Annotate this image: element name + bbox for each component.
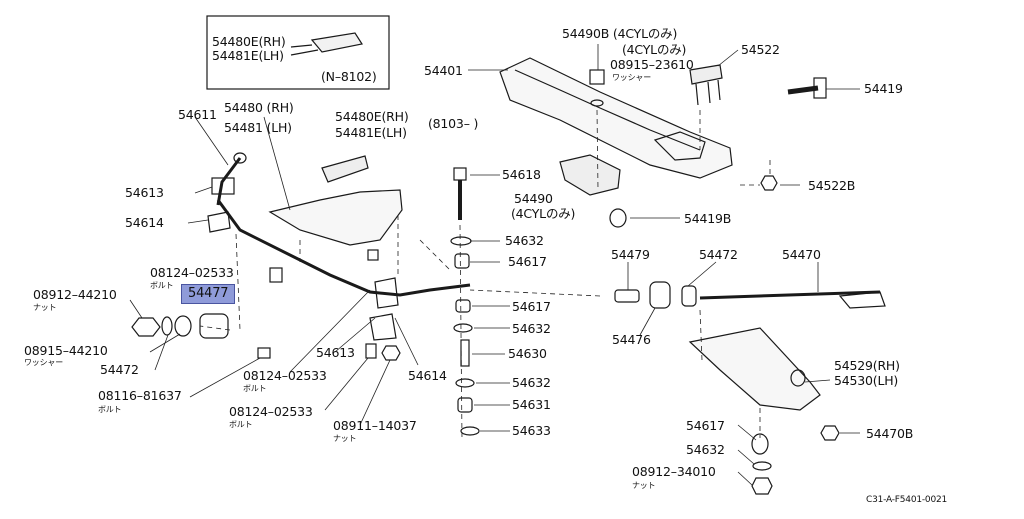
label-range-8103: (8103– ) [428,116,479,131]
lower-arm-54529 [688,327,821,411]
label-54490: 54490 [514,191,553,206]
label-54470b: 54470B [866,426,914,441]
label-54632-c: 54632 [512,375,551,390]
label-08124-upper: 08124–02533 [150,265,234,280]
label-54481e-lh: 54481E(LH) [335,125,407,140]
label-54632-a: 54632 [505,233,544,248]
label-washer-a: ワッシャー [24,358,63,367]
label-54481e-lh-inset: 54481E(LH) [212,48,284,63]
label-54419b: 54419B [684,211,732,226]
label-54472-right: 54472 [699,247,738,262]
label-54632-b: 54632 [512,321,551,336]
label-bolt-b: ボルト [98,405,122,414]
label-cyl-only: (4CYLのみ) [622,42,687,57]
label-08124-lower: 08124–02533 [229,404,313,419]
label-54479: 54479 [611,247,650,262]
label-54480e-rh: 54480E(RH) [335,109,409,124]
label-54613-upper: 54613 [125,185,164,200]
label-54617-a: 54617 [508,254,547,269]
label-54522b: 54522B [808,178,856,193]
label-54633: 54633 [512,423,551,438]
label-54472-left: 54472 [100,362,139,377]
label-54480-rh: 54480 (RH) [224,100,294,115]
label-54477-highlighted[interactable]: 54477 [181,284,236,304]
label-54618: 54618 [502,167,541,182]
label-54530-lh: 54530(LH) [834,373,899,388]
label-54613-lower: 54613 [316,345,355,360]
label-08124-middle: 08124–02533 [243,368,327,383]
label-54419: 54419 [864,81,903,96]
label-54401: 54401 [424,63,463,78]
label-54631: 54631 [512,397,551,412]
control-arm-54480 [268,155,403,246]
label-54630: 54630 [508,346,547,361]
diagram-code: C31-A-F5401-0021 [866,495,948,505]
label-54614-upper: 54614 [125,215,164,230]
label-08911-14037: 08911–14037 [333,418,417,433]
label-bolt-upper: ボルト [150,281,174,290]
label-54480e-rh-inset: 54480E(RH) [212,34,286,49]
label-54632-d: 54632 [686,442,725,457]
label-54529-rh: 54529(RH) [834,358,900,373]
label-08116-81637: 08116–81637 [98,388,182,403]
label-08915-44210: 08915–44210 [24,343,108,358]
label-54611: 54611 [178,107,217,122]
label-54614-lower: 54614 [408,368,447,383]
label-08915-23610: 08915–23610 [610,57,694,72]
label-nut-a: ナット [33,303,57,312]
label-54481-lh: 54481 (LH) [224,120,292,135]
label-nut-c: ナット [632,481,656,490]
label-bolt-c: ボルト [243,384,267,393]
inset-frame [206,15,390,90]
label-54490b: 54490B (4CYLのみ) [562,26,678,41]
label-08912-44210: 08912–44210 [33,287,117,302]
label-bolt-d: ボルト [229,420,253,429]
crossmember-54401 [499,57,733,196]
label-inset-note: (N–8102) [321,69,377,84]
label-54617-c: 54617 [686,418,725,433]
label-54617-b: 54617 [512,299,551,314]
label-nut-b: ナット [333,434,357,443]
inset-bracket-shape [310,32,363,53]
label-54476: 54476 [612,332,651,347]
label-washer-b: ワッシャー [612,73,651,82]
label-08912-34010: 08912–34010 [632,464,716,479]
label-cyl-only-b: (4CYLのみ) [511,206,576,221]
label-54522: 54522 [741,42,780,57]
label-54470: 54470 [782,247,821,262]
